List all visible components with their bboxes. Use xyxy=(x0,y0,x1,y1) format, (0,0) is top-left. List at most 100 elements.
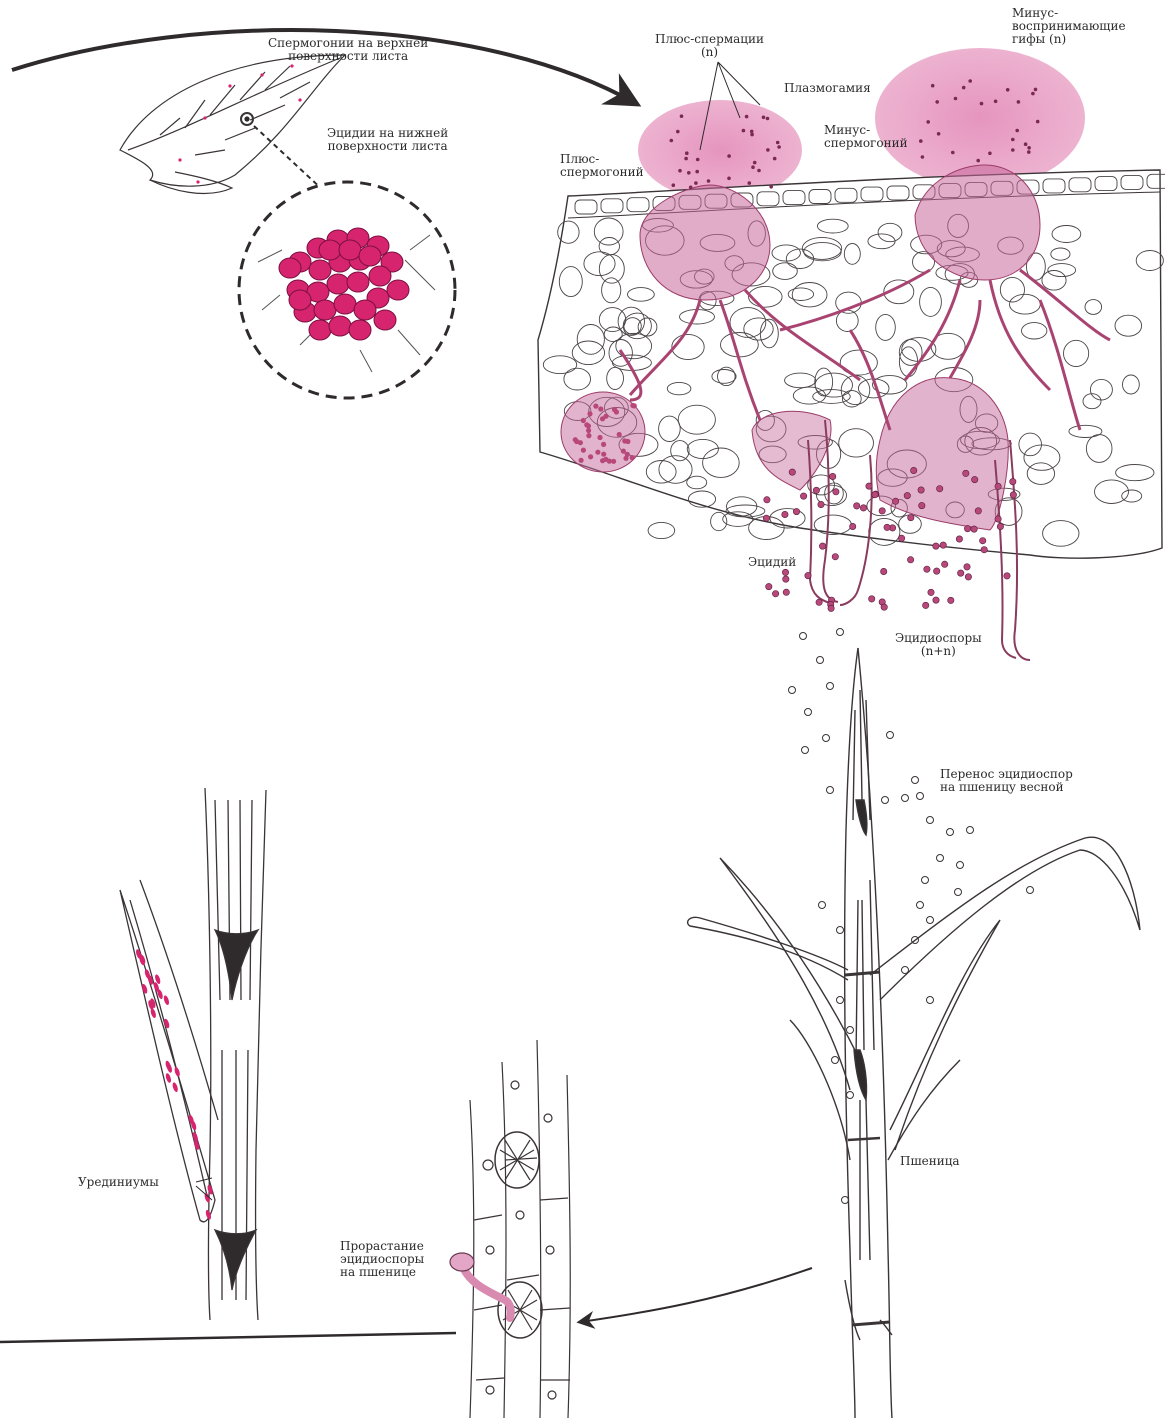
aeciospore xyxy=(347,272,369,292)
aeciospore-dot xyxy=(898,535,904,541)
aeciospore-dot xyxy=(832,554,838,560)
aeciospore-dot xyxy=(772,591,778,597)
spermatium xyxy=(750,133,754,137)
aeciospore-dot xyxy=(995,483,1001,489)
spermatium xyxy=(777,145,781,149)
aeciospore-dot xyxy=(819,543,825,549)
aeciospore-dot xyxy=(827,787,834,794)
aeciospore-dot xyxy=(598,406,603,411)
spermatium xyxy=(745,115,749,119)
spermatium xyxy=(1027,146,1031,150)
spermatium xyxy=(678,169,682,173)
aeciospore-dot xyxy=(793,508,799,514)
aeciospore-dot xyxy=(956,536,962,542)
aeciospore xyxy=(387,280,409,300)
aeciospore-dot xyxy=(782,569,788,575)
aeciospore-dot xyxy=(964,525,970,531)
spermatium xyxy=(1017,100,1021,104)
aeciospore-dot xyxy=(600,458,605,463)
spermatium xyxy=(689,186,693,190)
aeciospore-dot xyxy=(830,473,836,479)
aeciospore-dot xyxy=(823,735,830,742)
aeciospore-dot xyxy=(904,492,910,498)
aeciospore xyxy=(319,240,341,260)
aeciospore-dot xyxy=(818,501,824,507)
spermatium xyxy=(696,158,700,162)
label-uredinia: Урединиумы xyxy=(78,1176,159,1189)
aeciospore-dot xyxy=(928,589,934,595)
uredinium xyxy=(172,1082,179,1093)
aeciospore-dot xyxy=(927,997,934,1004)
spermatium xyxy=(951,151,955,155)
aeciospore-dot xyxy=(872,492,878,498)
label-plus-spermatia: Плюс-спермации(n) xyxy=(655,33,764,59)
aeciospore-dot xyxy=(911,467,917,473)
aeciospore-dot xyxy=(892,498,898,504)
aeciospore-dot xyxy=(887,732,894,739)
label-wheat: Пшеница xyxy=(900,1155,960,1168)
aeciospore-dot xyxy=(805,572,811,578)
spermatium xyxy=(1006,88,1010,92)
aeciospore-dot xyxy=(972,476,978,482)
germinating-aeciospore xyxy=(450,1253,511,1318)
aeciospore-dot xyxy=(958,570,964,576)
spermatium xyxy=(695,170,699,174)
spermatium xyxy=(766,117,770,121)
aeciospore-dot xyxy=(789,687,796,694)
aeciospore-dot xyxy=(919,502,925,508)
spermatium xyxy=(684,157,688,161)
aeciospore-dot xyxy=(1010,492,1016,498)
spermatium xyxy=(680,114,684,118)
aeciospore-dot xyxy=(573,437,578,442)
aeciospore-dot xyxy=(975,508,981,514)
label-transfer-to-wheat: Перенос эцидиоспорна пшеницу весной xyxy=(940,768,1073,794)
uredinium xyxy=(174,1066,181,1077)
aeciospore-dot xyxy=(630,455,635,460)
aeciospore-dot xyxy=(1004,573,1010,579)
spermatium xyxy=(980,102,984,106)
aeciospore-dot xyxy=(782,511,788,517)
wheat-stem-uredinia xyxy=(120,788,266,1320)
aeciospore-dot xyxy=(813,487,819,493)
aeciospore xyxy=(354,300,376,320)
wheat-plant xyxy=(688,648,1140,1418)
aeciospore-dot xyxy=(933,597,939,603)
aeciospore-dot xyxy=(881,604,887,610)
aeciospore-dot xyxy=(763,515,769,521)
spermatium xyxy=(727,154,731,158)
aecium-zoom-circle xyxy=(239,182,455,398)
cycle-line-bottom-left xyxy=(0,1333,456,1342)
aeciospore-dot xyxy=(860,505,866,511)
aeciospore-dot xyxy=(854,503,860,509)
spermatium xyxy=(968,79,972,83)
aeciospore xyxy=(309,260,331,280)
cycle-arrow-bottom-right xyxy=(580,1268,812,1322)
aeciospore xyxy=(289,290,311,310)
label-plasmogamy: Плазмогамия xyxy=(784,82,871,95)
spermatium xyxy=(670,139,674,143)
aeciospore-dot xyxy=(847,1027,854,1034)
aeciospore-dot xyxy=(837,997,844,1004)
aeciospore-dot xyxy=(828,605,834,611)
aeciospore-dot xyxy=(927,817,934,824)
aeciospore-dot xyxy=(918,487,924,493)
leaf-cell xyxy=(711,512,727,530)
spermatium xyxy=(694,181,698,185)
aeciospore-dot xyxy=(632,403,637,408)
aeciospore-dot xyxy=(907,557,913,563)
aeciospore-dot xyxy=(581,448,586,453)
aeciospore-dot xyxy=(981,547,987,553)
aeciospore xyxy=(334,294,356,314)
aeciospore-dot xyxy=(595,450,600,455)
spermatium xyxy=(1031,92,1035,96)
aeciospore-dot xyxy=(884,524,890,530)
aeciospore-dot xyxy=(967,827,974,834)
aeciospore-dot xyxy=(601,442,606,447)
aeciospore-dot xyxy=(621,449,626,454)
uredinium xyxy=(150,1008,157,1019)
spermatium xyxy=(988,152,992,156)
spermatium xyxy=(751,165,755,169)
label-plus-spermogonium: Плюс-спермогоний xyxy=(560,153,644,179)
aeciospore-dot xyxy=(1027,887,1034,894)
